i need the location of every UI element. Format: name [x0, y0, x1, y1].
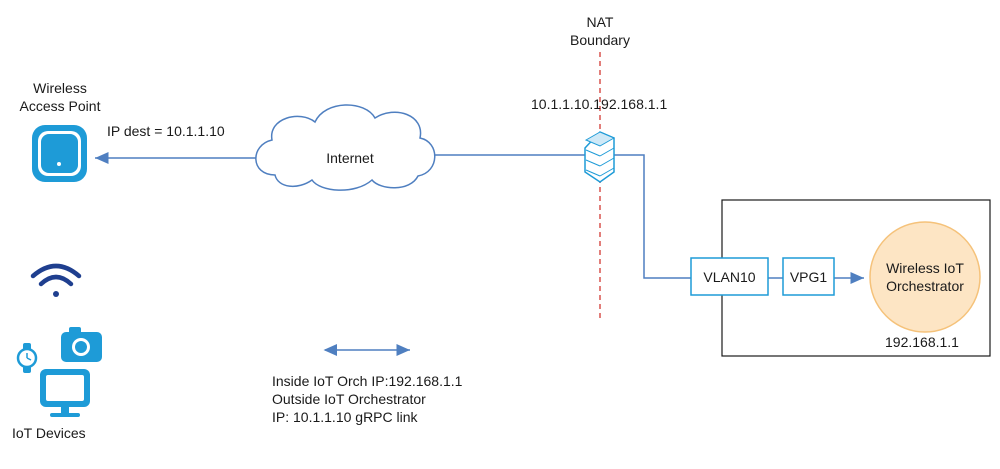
monitor-icon [40, 369, 90, 417]
orchestrator-node [869, 221, 981, 333]
vpg-box [782, 257, 835, 296]
camera-icon [61, 327, 102, 362]
vlan-box [690, 257, 769, 296]
vlan-label: VLAN10 [703, 269, 756, 285]
wifi-icon [30, 263, 82, 297]
iot-devices-label: IoT Devices [12, 425, 86, 441]
internet-label: Internet [326, 150, 374, 166]
access-point-label: Wireless Access Point [19, 80, 101, 114]
nat-boundary-title: NAT Boundary [570, 14, 630, 48]
firewall-icon [584, 131, 616, 183]
link-firewall-to-vlan [612, 154, 691, 279]
cloud-icon [255, 104, 436, 191]
orchestrator-label: Wireless IoT Orchestrator [886, 260, 964, 294]
watch-icon [16, 343, 38, 373]
legend-text: Inside IoT Orch IP:192.168.1.1 Outside I… [272, 373, 463, 425]
nat-addresses: 10.1.1.10.192.168.1.1 [531, 96, 668, 112]
orchestrator-ip: 192.168.1.1 [885, 334, 959, 350]
vpg-label: VPG1 [789, 269, 828, 285]
ip-dest-label: IP dest = 10.1.1.10 [107, 123, 225, 139]
wireless-access-point-icon [32, 125, 87, 182]
